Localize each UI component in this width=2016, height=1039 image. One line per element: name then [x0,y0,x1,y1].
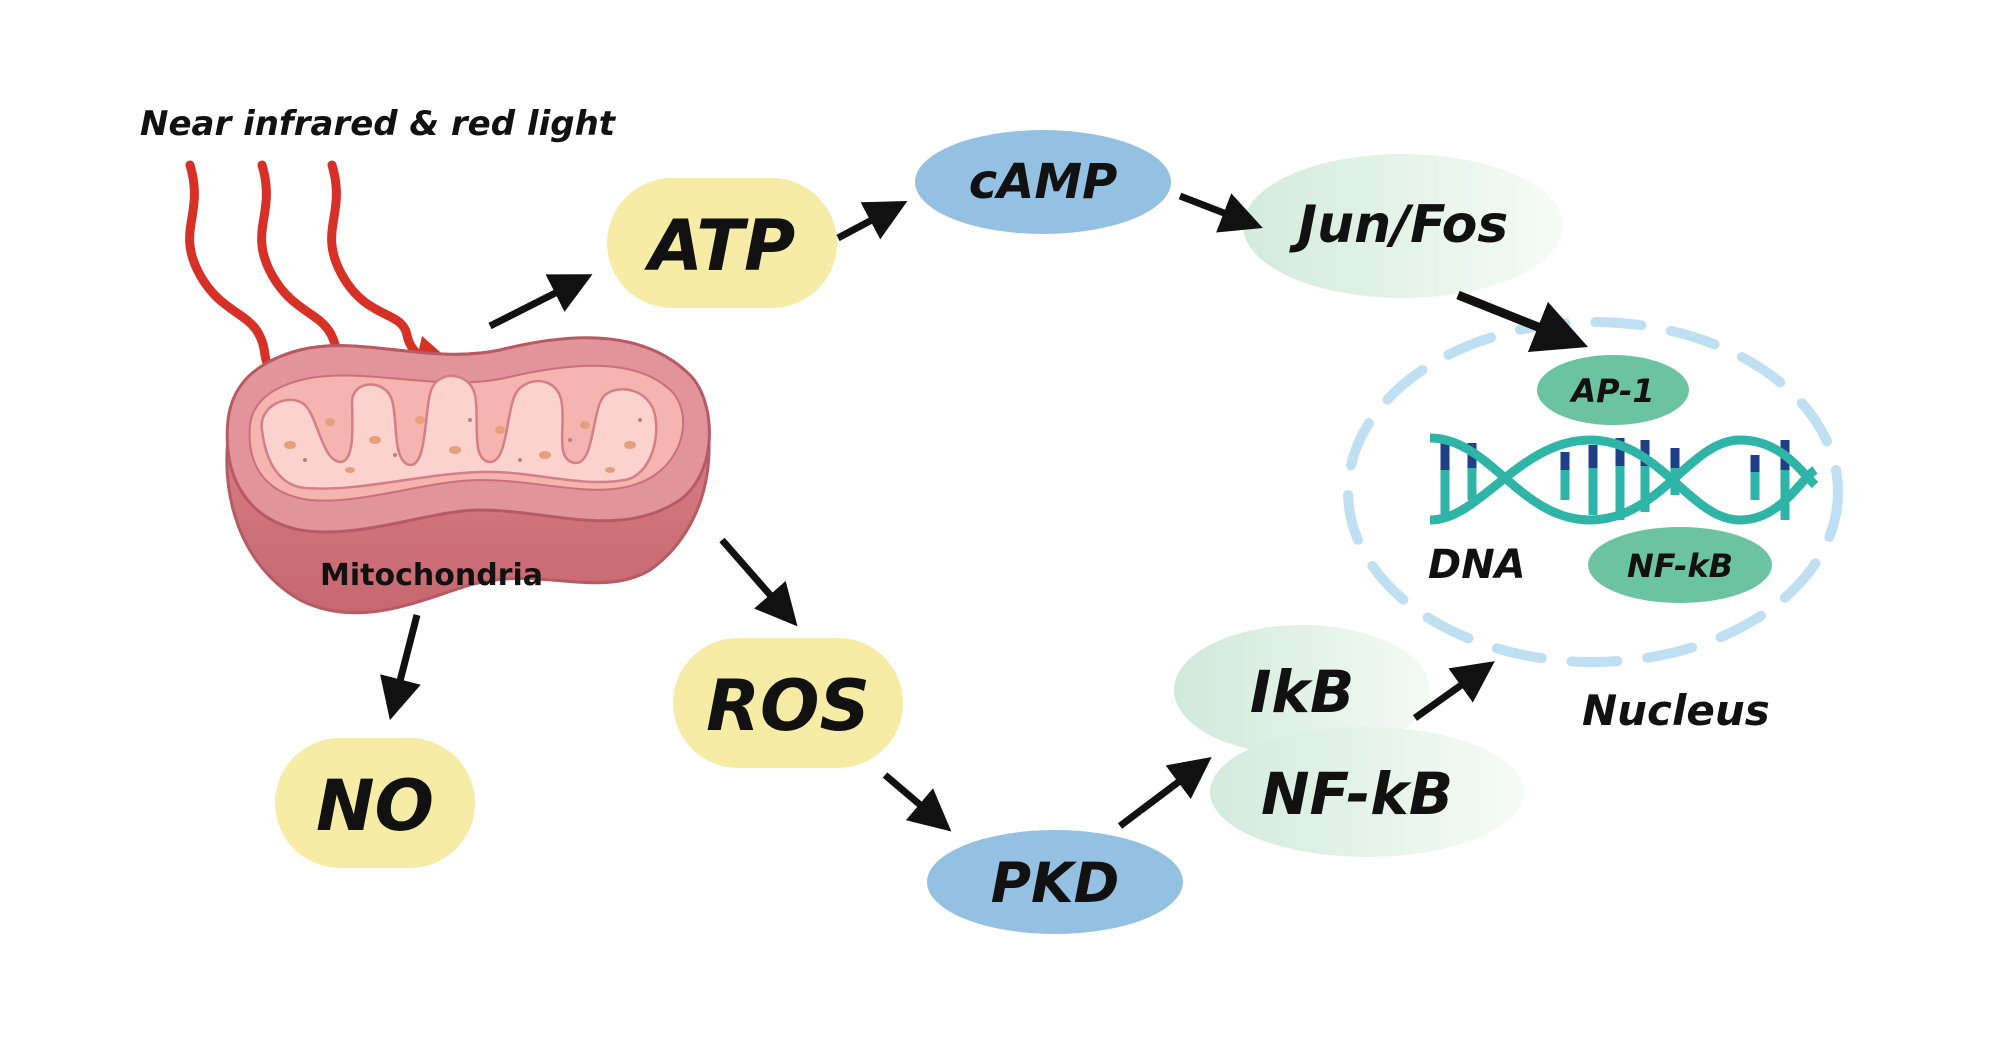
nfkb-nucleus-label: NF-kB [1627,547,1733,585]
arrow-junfos-to-nucleus [1456,290,1589,353]
arrow-nfkb-to-nucleus [1412,661,1495,721]
node-ros: ROS [673,638,903,768]
light-label: Near infrared & red light [140,104,617,144]
node-nfkb-nucleus: NF-kB [1588,527,1772,603]
arrow-atp-to-camp [836,201,908,242]
node-nfkb-complex: NF-kB [1210,727,1524,857]
no-label: NO [316,765,434,847]
camp-label: cAMP [969,154,1118,210]
pathway-arrows [380,192,1589,832]
node-no: NO [275,738,475,868]
arrow-mito-to-no [380,614,421,721]
arrow-camp-to-junfos [1178,192,1263,233]
node-camp: cAMP [915,130,1171,234]
nucleus-label: Nucleus [1582,686,1770,735]
pkd-label: PKD [991,851,1120,915]
atp-label: ATP [644,205,796,287]
node-atp: ATP [607,178,837,308]
mitochondria-icon [225,336,711,615]
node-ap1: AP-1 [1537,355,1689,425]
node-jun-fos: Jun/Fos [1243,154,1563,298]
ikb-label: IkB [1250,658,1354,726]
nfkb-complex-label: NF-kB [1261,760,1453,828]
arrow-mito-to-ros [719,537,798,627]
jun-fos-label: Jun/Fos [1289,195,1509,255]
node-ikb: IkB [1174,625,1430,755]
arrow-pkd-to-nfkb [1117,756,1212,829]
arrow-ros-to-pkd [882,772,952,832]
mitochondria-label: Mitochondria [320,558,543,593]
ros-label: ROS [706,665,870,747]
dna-helix-icon [1429,433,1819,525]
node-pkd: PKD [927,830,1183,934]
ap1-label: AP-1 [1568,372,1654,410]
dna-label: DNA [1428,542,1526,588]
nucleus [1343,317,1843,667]
arrow-mito-to-atp [488,274,593,330]
